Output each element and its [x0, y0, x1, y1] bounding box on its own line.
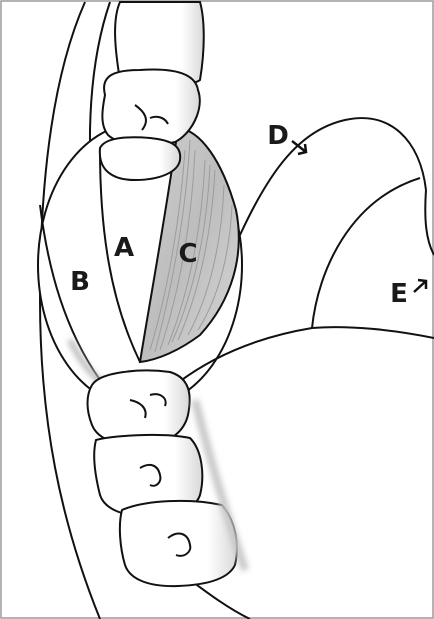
label-d: D — [267, 121, 289, 151]
label-b: B — [70, 267, 90, 297]
label-a: A — [114, 233, 134, 263]
label-e: E — [390, 279, 408, 309]
label-c: C — [178, 239, 197, 269]
